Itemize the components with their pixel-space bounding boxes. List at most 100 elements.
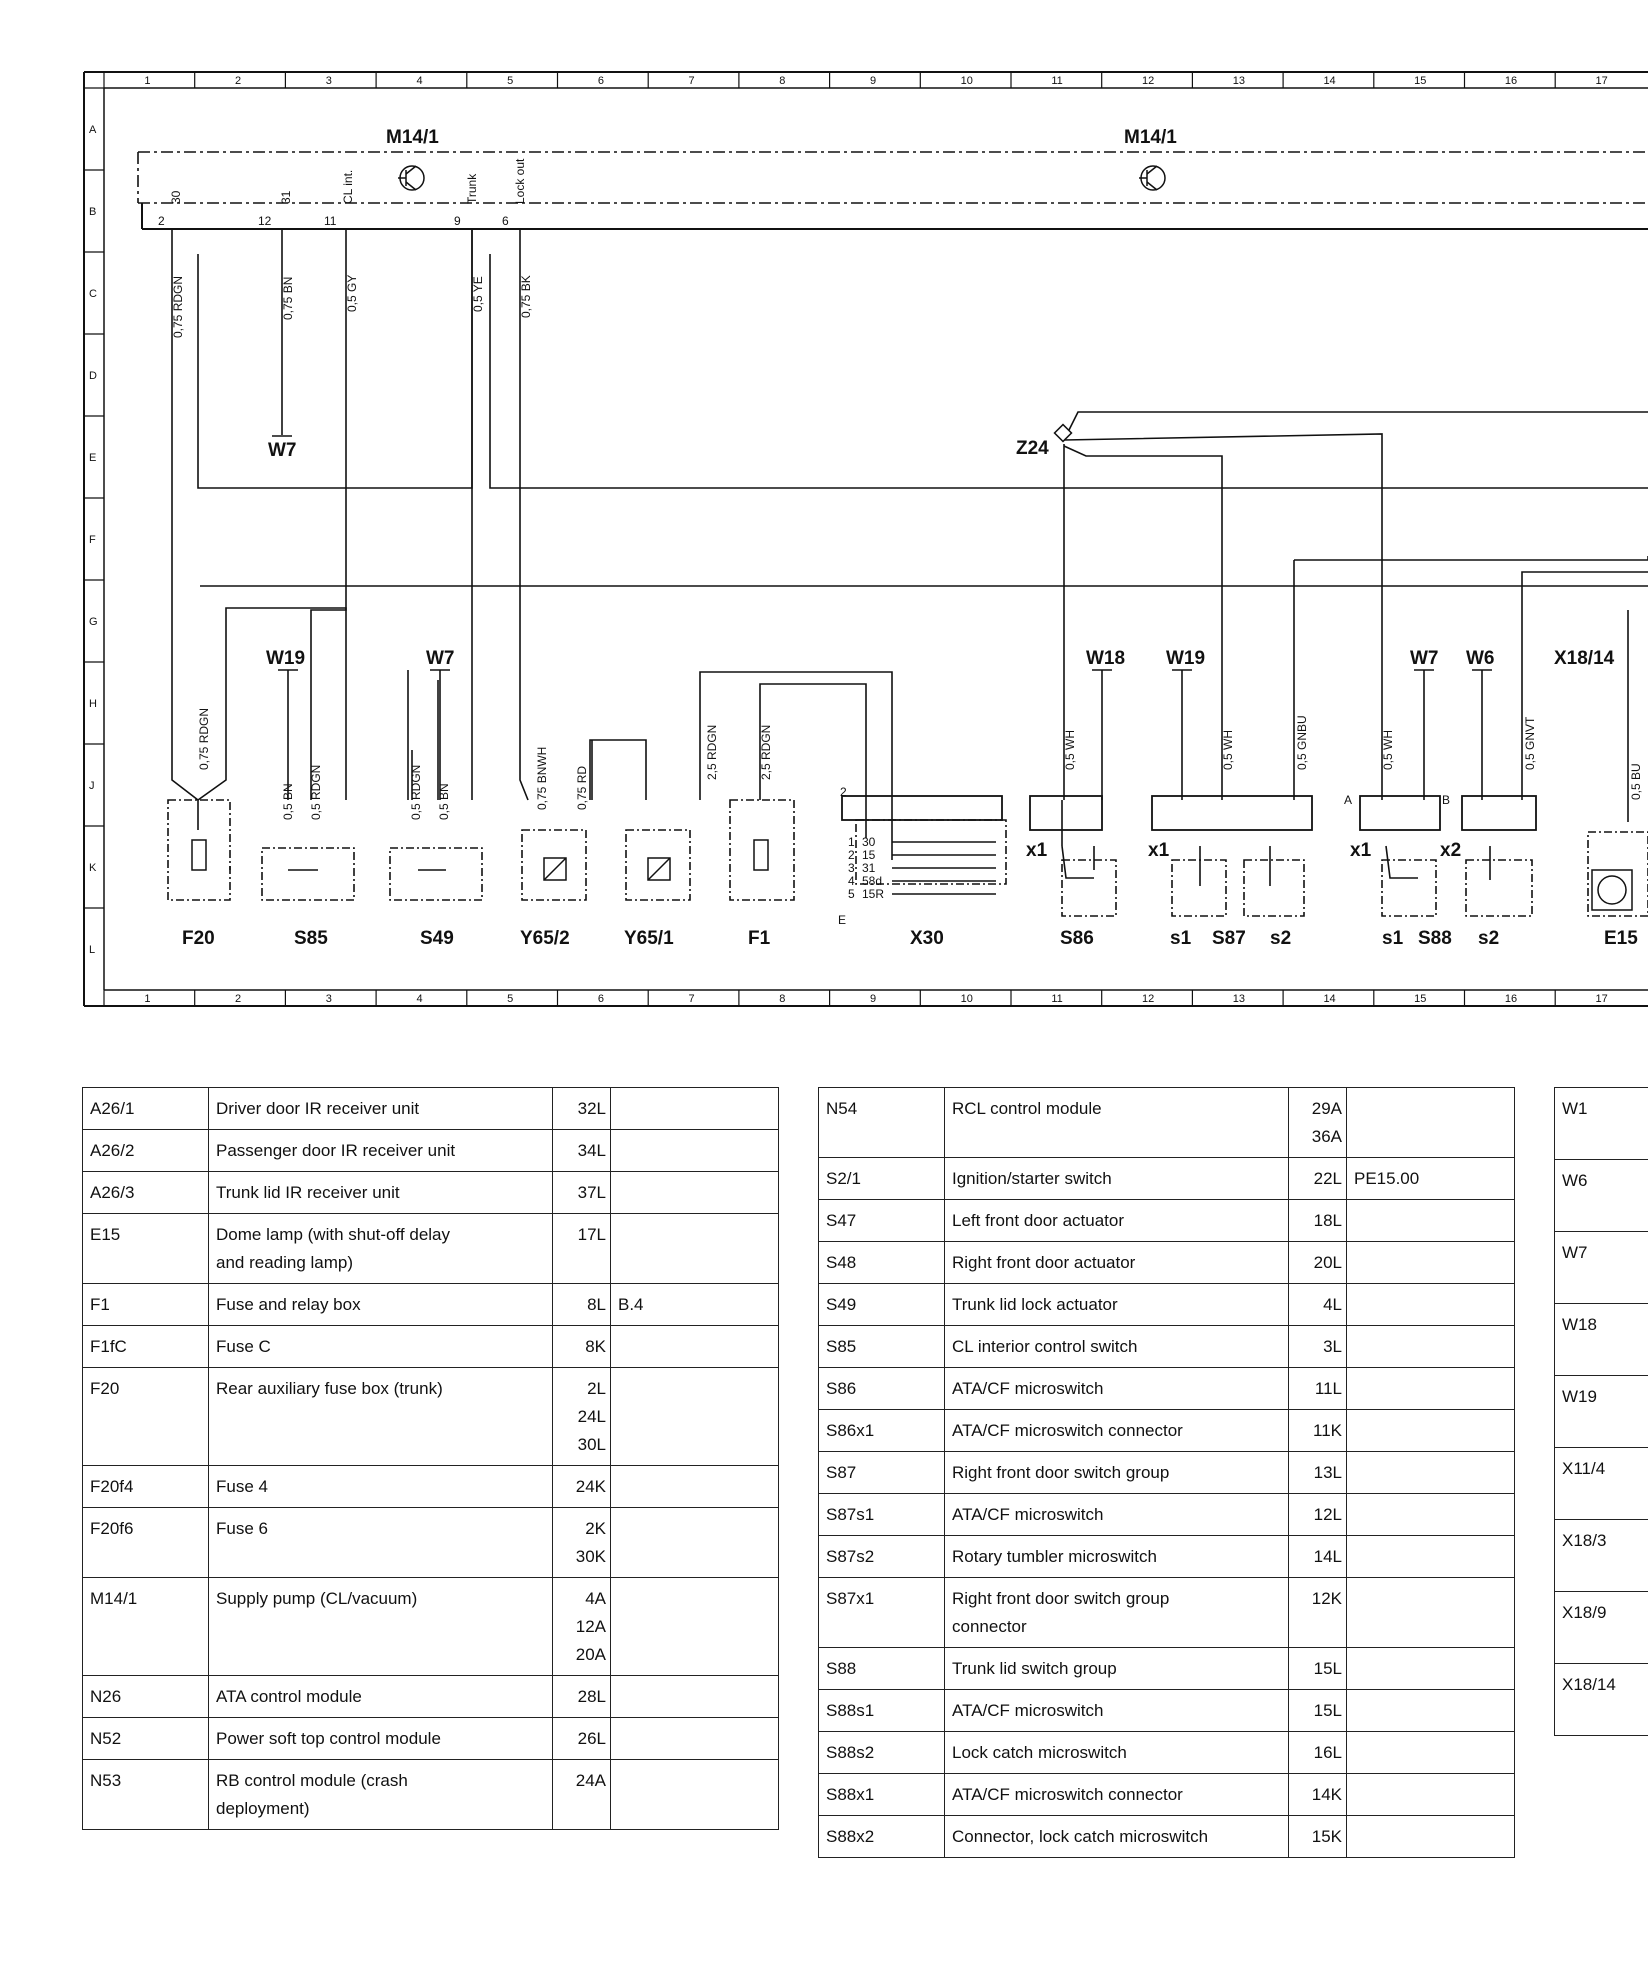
grid-column-label: 8 [779, 993, 785, 1005]
x30-pin-number: 4 [848, 874, 855, 888]
component-label: F1 [748, 928, 771, 949]
grid-column-label: 13 [1233, 75, 1245, 87]
legend-ref [610, 1577, 779, 1676]
legend-code: S85 [818, 1325, 945, 1368]
grid-column-label: 2 [235, 993, 241, 1005]
component-label: E15 [1604, 928, 1638, 949]
legend-row: X18/3 [1554, 1519, 1648, 1592]
legend-ref [1346, 1815, 1515, 1858]
grid-row-label: B [89, 206, 96, 218]
legend-pos: 3L [1288, 1325, 1347, 1368]
legend-ref [610, 1465, 779, 1508]
x30-pin-number: 1 [848, 835, 855, 849]
wiring-diagram: 1122334455667788991010111112121313141415… [83, 71, 1648, 1007]
legend-ref [1346, 1283, 1515, 1326]
component-label: Y65/2 [520, 928, 570, 949]
legend-code: S87x1 [818, 1577, 945, 1648]
legend-code: S87s1 [818, 1493, 945, 1536]
connector-label: x2 [1440, 840, 1461, 861]
grid-row-label: L [89, 944, 95, 956]
legend-ref [1346, 1535, 1515, 1578]
transistor-icon [1139, 165, 1166, 191]
wire-label: 0,5 BN [281, 783, 295, 820]
wire-label: 0,75 BK [519, 275, 533, 318]
lamp-icon [1591, 869, 1633, 911]
wire-label: 0,75 BNWH [535, 747, 549, 810]
legend-desc: Fuse 6 [208, 1507, 553, 1578]
component-label: S87 [1212, 928, 1246, 949]
legend-code: X11/4 [1554, 1447, 1648, 1520]
legend-code: S87s2 [818, 1535, 945, 1578]
legend-pos: 2K 30K [552, 1507, 611, 1578]
connector-letter: B [1442, 793, 1450, 807]
legend-code: F20f4 [82, 1465, 209, 1508]
component-label: s2 [1270, 928, 1291, 949]
component-label: S49 [420, 928, 454, 949]
wire-label: 0,5 BN [437, 783, 451, 820]
ground-ref-label: W7 [1410, 648, 1439, 669]
connector-label: x1 [1350, 840, 1372, 861]
fuse-icon [191, 839, 769, 871]
legend-desc: ATA/CF microswitch [944, 1367, 1289, 1410]
legend-pos: 22L [1288, 1157, 1347, 1200]
x30-pin-label: 15R [862, 887, 884, 901]
legend-desc: ATA/CF microswitch connector [944, 1409, 1289, 1452]
legend-code: X18/3 [1554, 1519, 1648, 1592]
component-label: F20 [182, 928, 215, 949]
grid-row-label: C [89, 288, 97, 300]
legend-pos: 18L [1288, 1199, 1347, 1242]
grid-row-label: K [89, 862, 97, 874]
wire-label: 0,5 GNBU [1295, 715, 1309, 770]
legend-code: W18 [1554, 1303, 1648, 1376]
splice-node [1053, 423, 1073, 443]
legend-row: X11/4 [1554, 1447, 1648, 1520]
grid-row-label: F [89, 534, 96, 546]
legend-desc: Fuse and relay box [208, 1283, 553, 1326]
supply-pump-label-left: M14/1 [386, 127, 439, 148]
connector-label: x1 [1148, 840, 1170, 861]
ground-ref-label: W18 [1086, 648, 1125, 669]
legend-desc: Left front door actuator [944, 1199, 1289, 1242]
grid-row-label: A [89, 124, 97, 136]
x30-pin-label: 30 [862, 835, 876, 849]
wire-label: 0,5 WH [1063, 730, 1077, 770]
legend-pos: 20L [1288, 1241, 1347, 1284]
grid-column-label: 6 [598, 993, 604, 1005]
legend-desc: Right front door switch group [944, 1451, 1289, 1494]
grid-column-label: 1 [144, 75, 150, 87]
legend-code: W19 [1554, 1375, 1648, 1448]
grid-row-label: G [89, 616, 98, 628]
legend-row: W18 [1554, 1303, 1648, 1376]
legend-pos: 11L [1288, 1367, 1347, 1410]
grid-column-label: 3 [326, 75, 332, 87]
grid-column-label: 9 [870, 75, 876, 87]
wire-label: 0,75 RDGN [197, 708, 211, 770]
legend-ref [610, 1087, 779, 1130]
grid-column-label: 15 [1414, 75, 1426, 87]
component-label: s1 [1170, 928, 1192, 949]
legend-row: W7 [1554, 1231, 1648, 1304]
legend-ref: PE15.00 [1346, 1157, 1515, 1200]
legend-pos: 29A 36A [1288, 1087, 1347, 1158]
x30-pin-number: 3 [848, 861, 855, 875]
legend-ref [610, 1717, 779, 1760]
legend-ref [1346, 1577, 1515, 1648]
legend-code: S88x2 [818, 1815, 945, 1858]
legend-desc: Ignition/starter switch [944, 1157, 1289, 1200]
legend-row: X18/14 [1554, 1663, 1648, 1736]
legend-code: F1 [82, 1283, 209, 1326]
legend-row: W6 [1554, 1159, 1648, 1232]
